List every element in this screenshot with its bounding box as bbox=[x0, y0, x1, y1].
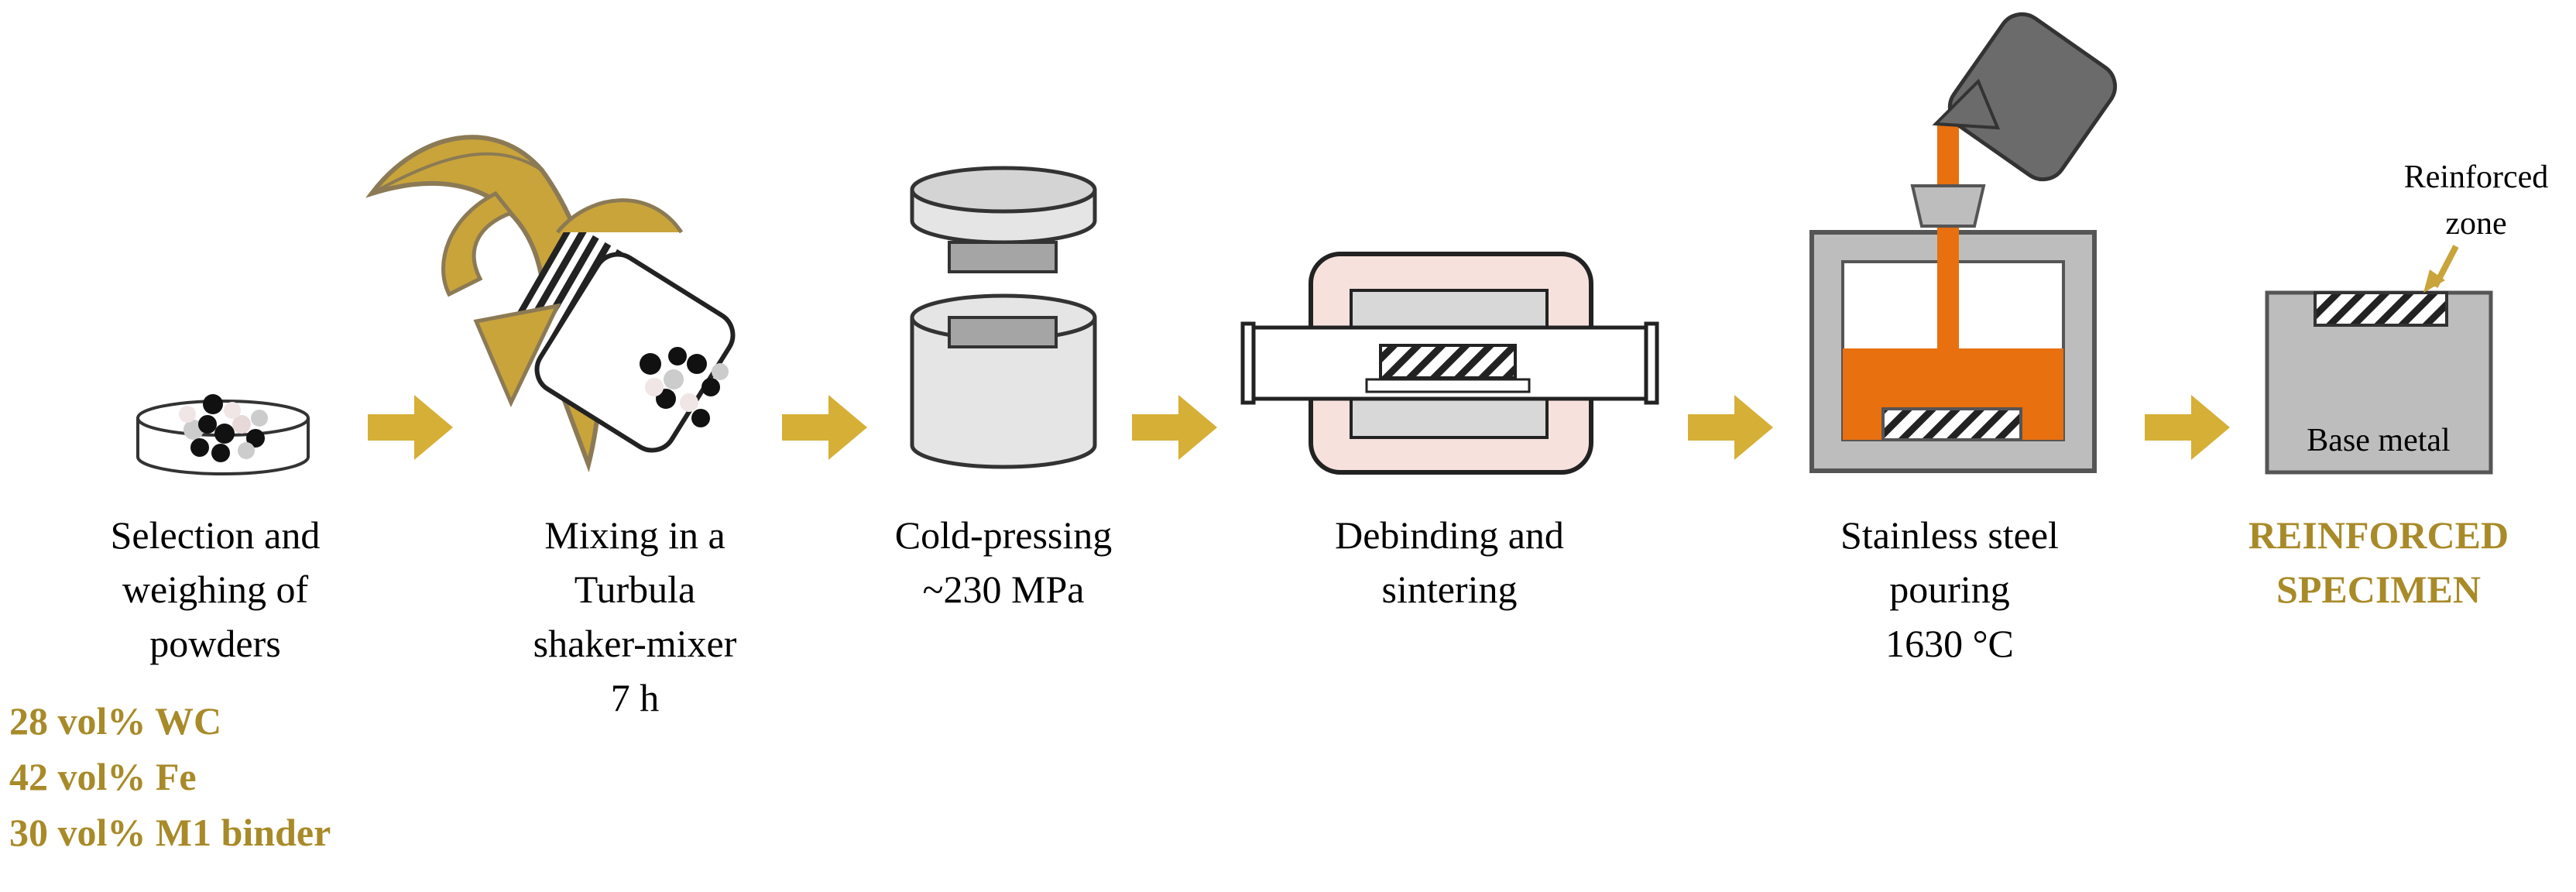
step3-label-line2: ~230 MPa bbox=[922, 568, 1084, 611]
specimen-block-icon: Base metal Reinforced zone bbox=[2265, 160, 2549, 475]
step4-label-line1: Debinding and bbox=[1335, 513, 1564, 557]
composition-list: 28 vol% WC 42 vol% Fe 30 vol% M1 binder bbox=[9, 699, 331, 854]
step3-label-line1: Cold-pressing bbox=[895, 513, 1113, 557]
process-arrow-icon bbox=[1132, 395, 1217, 460]
step6-label-line1: REINFORCED bbox=[2248, 513, 2509, 557]
process-arrow-icon bbox=[2145, 395, 2230, 460]
furnace-icon bbox=[1240, 252, 1659, 475]
powder-dish-icon bbox=[136, 394, 310, 475]
ladle-pouring-icon bbox=[1809, 12, 2118, 473]
step2-label-line4: 7 h bbox=[611, 676, 660, 719]
step1-label-line3: powders bbox=[149, 622, 280, 665]
step6-label-line2: SPECIMEN bbox=[2276, 568, 2481, 611]
reinforced-zone-label-line2: zone bbox=[2445, 206, 2506, 242]
step2-label-line1: Mixing in a bbox=[544, 513, 725, 557]
step2-label-line2: Turbula bbox=[575, 568, 696, 611]
process-arrow-icon bbox=[782, 395, 867, 460]
step-labels: Selection and weighing of powders Mixing… bbox=[111, 513, 2509, 719]
step5-label-line3: 1630 °C bbox=[1885, 622, 2014, 665]
process-arrows bbox=[368, 395, 2230, 460]
step5-label-line1: Stainless steel bbox=[1840, 513, 2059, 557]
powder-particles bbox=[179, 394, 268, 462]
mixer-particles bbox=[640, 347, 729, 427]
turbula-mixer-icon bbox=[365, 135, 736, 473]
step1-label-line1: Selection and bbox=[111, 513, 321, 557]
composition-wc: 28 vol% WC bbox=[9, 699, 221, 743]
process-arrow-icon bbox=[1688, 395, 1773, 460]
step2-label-line3: shaker-mixer bbox=[533, 622, 737, 665]
step5-label-line2: pouring bbox=[1889, 568, 2010, 611]
process-arrow-icon bbox=[368, 395, 453, 460]
step1-label-line2: weighing of bbox=[122, 568, 309, 611]
reinforced-zone-label-line1: Reinforced bbox=[2404, 160, 2549, 195]
press-die-icon bbox=[910, 166, 1097, 469]
step4-label-line2: sintering bbox=[1382, 568, 1518, 611]
composition-fe: 42 vol% Fe bbox=[9, 755, 197, 798]
composition-binder: 30 vol% M1 binder bbox=[9, 811, 331, 854]
base-metal-label: Base metal bbox=[2307, 423, 2450, 458]
